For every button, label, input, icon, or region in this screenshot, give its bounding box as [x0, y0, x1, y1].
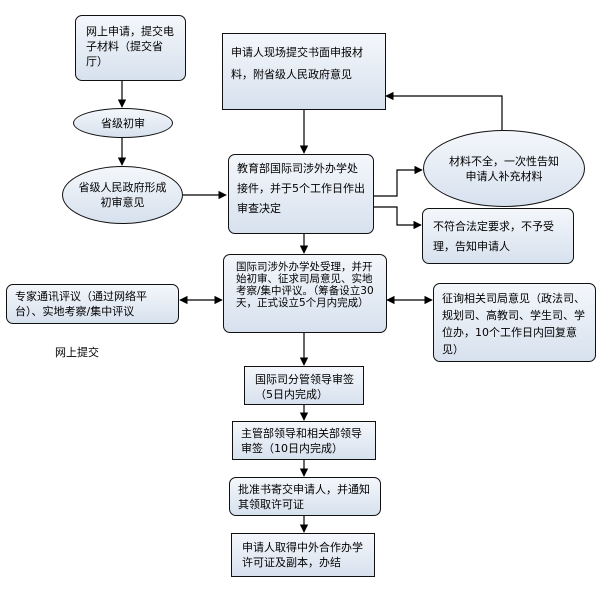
node-approval-letter-text: 批准书寄交申请人，并通知其领取许可证: [238, 483, 370, 511]
node-prov-review-text: 省级初审: [101, 116, 145, 130]
arrow-moe-to-incomplete: [374, 165, 423, 197]
node-moe-accept: 教育部国际司涉外办学处接件，并于5个工作日作出审查决定: [228, 154, 374, 234]
node-expert-review: 专家通讯评议（通过网络平台）、实地考察/集中评议: [6, 284, 179, 324]
node-solicit-text: 征询相关司局意见（政法司、规划司、高教司、学生司、学位办，10个工作日内回复意见…: [442, 292, 585, 356]
node-obtain-license-text: 申请人取得中外合作办学许可证及副本，办结: [242, 541, 363, 569]
node-dept-leader-text: 国际司分管领导审签（5日内完成）: [255, 373, 354, 401]
node-prov-opinion: 省级人民政府形成初审意见: [62, 166, 183, 224]
node-incomplete: 材料不全，一次性告知申请人补充材料: [423, 130, 585, 207]
node-intl-process: 国际司涉外办学处受理，并开始初审、征求司局意见、实地考察/集中评议。（筹备设立3…: [223, 254, 387, 333]
node-prov-review: 省级初审: [73, 108, 173, 138]
label-online-submit: 网上提交: [55, 346, 99, 359]
arrow-moe-to-reject: [374, 206, 422, 230]
node-onsite-submit-text: 申请人现场提交书面申报材料，附省级人民政府意见: [231, 46, 363, 81]
node-reject: 不符合法定要求，不予受理，告知申请人: [422, 208, 574, 264]
node-obtain-license: 申请人取得中外合作办学许可证及副本，办结: [231, 533, 375, 577]
node-onsite-submit: 申请人现场提交书面申报材料，附省级人民政府意见: [222, 33, 386, 110]
node-prov-opinion-text: 省级人民政府形成初审意见: [78, 181, 167, 209]
node-online-apply: 网上申请，提交电子材料（提交省厅）: [75, 15, 186, 81]
node-expert-review-text: 专家通讯评议（通过网络平台）、实地考察/集中评议: [15, 290, 147, 318]
node-intl-process-text: 国际司涉外办学处受理，并开始初审、征求司局意见、实地考察/集中评议。（筹备设立3…: [236, 261, 374, 309]
node-solicit: 征询相关司局意见（政法司、规划司、高教司、学生司、学位办，10个工作日内回复意见…: [433, 283, 596, 362]
node-dept-leader: 国际司分管领导审签（5日内完成）: [244, 366, 364, 405]
node-ministry-leader: 主管部领导和相关部领导审签（10日内完成）: [232, 421, 376, 460]
arrow-incomplete-to-onsite: [385, 91, 503, 130]
node-ministry-leader-text: 主管部领导和相关部领导审签（10日内完成）: [241, 427, 362, 455]
node-approval-letter: 批准书寄交申请人，并通知其领取许可证: [229, 477, 381, 516]
node-moe-accept-text: 教育部国际司涉外办学处接件，并于5个工作日作出审查决定: [237, 162, 365, 215]
node-incomplete-text: 材料不全，一次性告知申请人补充材料: [449, 154, 559, 183]
node-reject-text: 不符合法定要求，不予受理，告知申请人: [433, 220, 554, 253]
node-online-apply-text: 网上申请，提交电子材料（提交省厅）: [86, 25, 174, 68]
